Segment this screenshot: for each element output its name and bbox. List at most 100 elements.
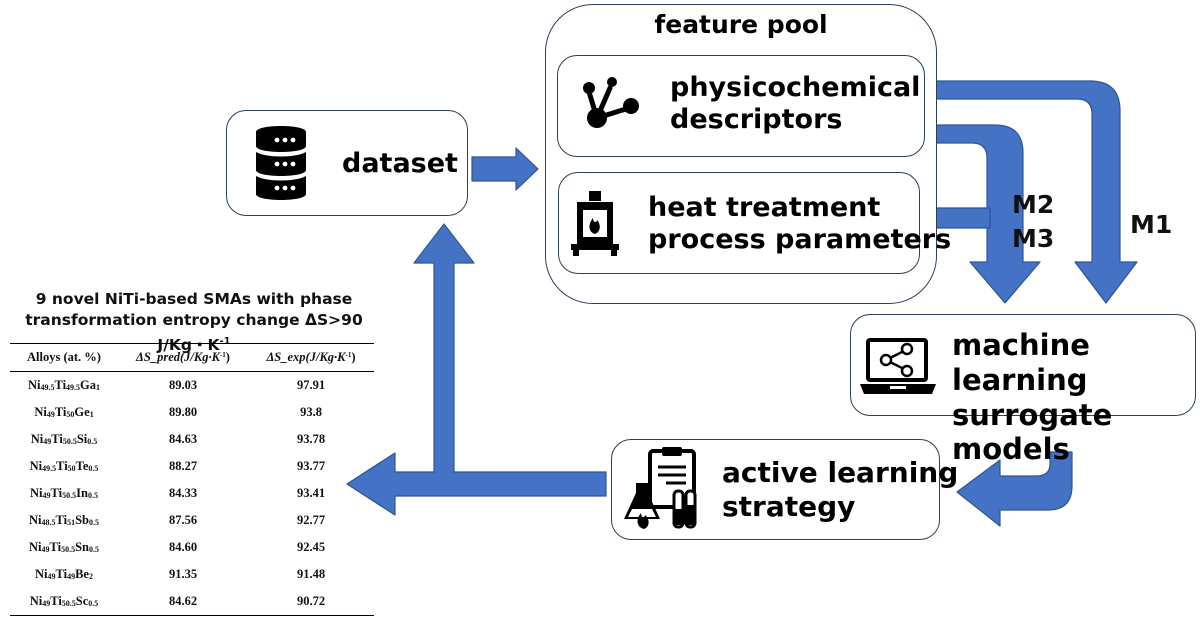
table-title-line2: transformation entropy change ΔS>90 J/Kg… xyxy=(8,310,380,356)
arrow-ml-to-active xyxy=(956,451,1073,527)
alloy-cell: Ni49Ti50.5Sn0.5 xyxy=(10,534,118,561)
table-row: Ni49Ti50.5In0.5 84.33 93.41 xyxy=(10,480,374,507)
header-pred-sup: -1 xyxy=(219,351,226,359)
alloy-element: Ti xyxy=(54,378,67,392)
alloy-cell: Ni49Ti50Ge1 xyxy=(10,399,118,426)
pred-cell: 84.63 xyxy=(168,432,198,446)
alloy-cell: Ni49.5Ti49.5Ga1 xyxy=(10,372,118,400)
ml-line1: machine learning xyxy=(952,328,1090,397)
heat-treatment-line1: heat treatment xyxy=(648,192,881,223)
results-table: Alloys (at. %) ΔS_pred(J/Kg·K-1) ΔS_exp(… xyxy=(10,343,374,616)
exp-cell: 90.72 xyxy=(296,594,326,608)
pred-cell: 88.27 xyxy=(168,459,198,473)
alloy-subscript: 0.5 xyxy=(87,437,98,446)
alloy-subscript: 0.5 xyxy=(88,599,99,608)
header-pred-text: ΔS_pred(J/Kg·K xyxy=(136,350,220,364)
label-m1: M1 xyxy=(1130,210,1173,239)
alloy-element: Ti xyxy=(54,405,67,419)
arrow-m2 xyxy=(927,124,1041,304)
alloy-subscript: 49.5 xyxy=(42,464,57,473)
alloy-subscript: 49.5 xyxy=(40,383,55,392)
alloy-subscript: 50 xyxy=(66,410,75,419)
alloy-subscript: 2 xyxy=(88,572,93,581)
label-m2: M2 xyxy=(1012,190,1055,219)
table-title-line2-text: transformation entropy change ΔS>90 J/Kg… xyxy=(25,311,363,355)
alloy-subscript: 49 xyxy=(47,572,56,581)
alloy-subscript: 1 xyxy=(89,410,94,419)
alloy-element: Ni xyxy=(29,594,43,608)
ml-line2: surrogate models xyxy=(952,397,1113,467)
exp-cell: 92.77 xyxy=(296,513,326,527)
header-exp-close: ) xyxy=(351,350,356,364)
table-title-line1: 9 novel NiTi-based SMAs with phase xyxy=(35,290,353,308)
alloy-element: Ti xyxy=(56,459,68,473)
alloy-element: Be xyxy=(75,567,89,581)
table-row: Ni49Ti50.5Sn0.5 84.60 92.45 xyxy=(10,534,374,561)
alloy-element: Ni xyxy=(30,486,43,500)
pred-cell: 89.80 xyxy=(168,405,198,419)
arrow-m1 xyxy=(927,80,1138,304)
alloy-subscript: 49 xyxy=(67,572,76,581)
alloy-subscript: 0.5 xyxy=(89,545,99,554)
alloy-subscript: 49 xyxy=(41,545,50,554)
physicochemical-line1: physicochemical xyxy=(670,72,921,103)
physicochemical-line2: descriptors xyxy=(670,104,843,136)
exp-cell: 93.41 xyxy=(296,486,326,500)
alloy-subscript: 1 xyxy=(96,383,101,392)
alloy-cell: Ni49Ti50.5Si0.5 xyxy=(10,426,118,453)
alloy-element: Ga xyxy=(80,378,97,392)
alloy-subscript: 49 xyxy=(46,410,55,419)
header-pred-close: ) xyxy=(225,350,230,364)
alloy-element: Ni xyxy=(27,378,41,392)
alloy-element: Sc xyxy=(75,594,89,608)
alloy-cell: Ni49Ti49Be2 xyxy=(10,561,118,588)
alloy-element: Ti xyxy=(50,486,63,500)
alloy-subscript: 49 xyxy=(43,437,52,446)
dataset-label: dataset xyxy=(342,148,458,179)
label-m3: M3 xyxy=(1012,224,1055,253)
alloy-subscript: 49 xyxy=(42,491,51,500)
alloy-element: Ni xyxy=(29,459,43,473)
arrow-active-to-output xyxy=(346,223,607,516)
pred-cell: 84.62 xyxy=(168,594,198,608)
alloy-element: Ge xyxy=(74,405,90,419)
table-title: 9 novel NiTi-based SMAs with phase trans… xyxy=(8,289,380,356)
alloy-element: Ni xyxy=(35,567,48,581)
physicochemical-label: physicochemical descriptors xyxy=(670,72,920,137)
alloy-element: Ni xyxy=(30,432,44,446)
laptop-network-icon xyxy=(860,338,936,394)
pred-cell: 89.03 xyxy=(168,378,198,392)
pred-cell: 84.33 xyxy=(168,486,198,500)
exp-cell: 92.45 xyxy=(296,540,326,554)
alloy-element: Ti xyxy=(55,567,68,581)
exp-cell: 97.91 xyxy=(296,378,326,392)
alloy-subscript: 0.5 xyxy=(89,518,99,527)
active-line1: active learning xyxy=(722,456,959,489)
pred-cell: 84.60 xyxy=(168,540,198,554)
alloy-cell: Ni49Ti50.5In0.5 xyxy=(10,480,118,507)
ml-surrogate-label: machine learning surrogate models xyxy=(952,328,1200,467)
alloy-element: Ti xyxy=(49,540,62,554)
exp-cell: 91.48 xyxy=(296,567,326,581)
alloy-subscript: 50.5 xyxy=(61,545,76,554)
exp-cell: 93.8 xyxy=(300,405,322,419)
furnace-icon xyxy=(571,191,619,256)
active-learning-label: active learning strategy xyxy=(722,456,958,523)
table-title-sup: -1 xyxy=(219,336,231,347)
arrow-dataset-to-feature-pool xyxy=(471,147,539,191)
alloy-subscript: 0.5 xyxy=(87,491,98,500)
alloy-subscript: 49 xyxy=(42,599,51,608)
heat-treatment-label: heat treatment process parameters xyxy=(648,192,951,257)
exp-cell: 93.78 xyxy=(296,432,326,446)
active-line2: strategy xyxy=(722,489,856,523)
alloy-element: Sb xyxy=(75,513,89,527)
alloy-element: In xyxy=(76,486,88,500)
alloy-element: Ti xyxy=(50,594,62,608)
header-alloys: Alloys (at. %) xyxy=(27,350,101,364)
exp-cell: 93.77 xyxy=(296,459,326,473)
alloy-cell: Ni48.5Ti51Sb0.5 xyxy=(10,507,118,534)
